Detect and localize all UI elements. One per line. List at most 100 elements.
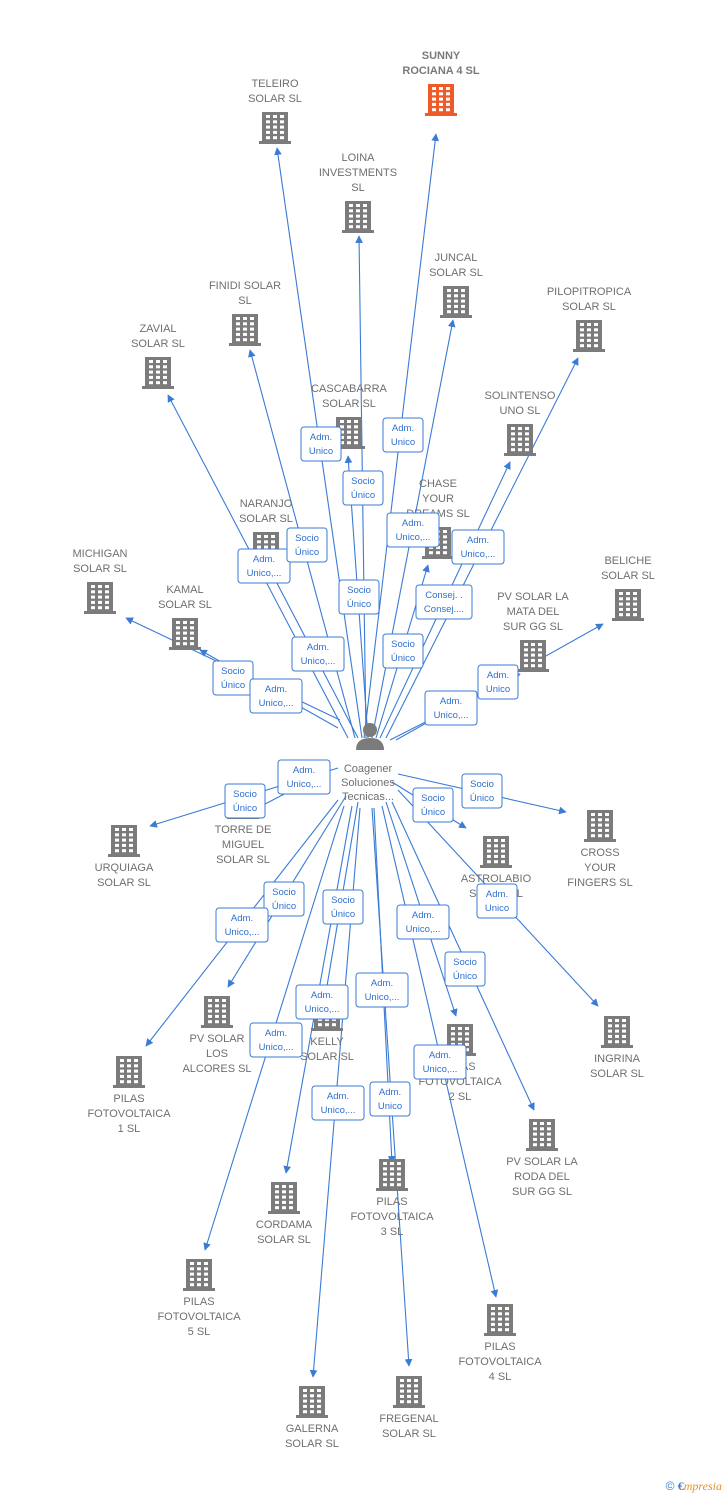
relation-label-text: Adm. [379,1087,401,1098]
building-icon [342,201,374,233]
relation-label[interactable]: Adm.Unico,... [249,1022,303,1058]
relation-label-text: Unico,... [321,1105,356,1116]
relation-label-text: Adm. [253,554,275,565]
company-name-line: PV SOLAR [189,1033,244,1045]
company-name-line: 1 SL [118,1123,141,1135]
building-icon [84,582,116,614]
relation-label[interactable]: Adm.Unico [382,417,424,453]
relation-label[interactable]: Adm.Unico,... [311,1085,365,1121]
center-person-node[interactable]: CoagenerSolucionesTecnicas... [341,723,395,803]
relation-label[interactable]: Adm.Unico [369,1081,411,1117]
relation-label-text: Adm. [371,978,393,989]
relation-label[interactable]: Adm.Unico,... [413,1044,467,1080]
company-name-line: 3 SL [381,1226,404,1238]
relation-label-text: Único [351,490,375,501]
company-name-line: CASCABARRA [311,383,387,395]
relation-label[interactable]: Adm.Unico,... [424,690,478,726]
relation-label[interactable]: Adm. Unico,... [215,907,269,943]
building-icon [169,618,201,650]
company-node-pilas3[interactable]: PILAS FOTOVOLTAICA 3 SL [350,1159,434,1238]
building-icon [183,1259,215,1291]
company-name-line: FREGENAL [379,1413,438,1425]
relation-label[interactable]: Adm.Unico,... [396,904,450,940]
company-name-line: PILAS [183,1296,214,1308]
center-name-line: Soluciones [341,777,395,789]
relation-label[interactable]: Adm.Unico,... [291,636,345,672]
company-name-line: FOTOVOLTAICA [87,1108,171,1120]
relation-label[interactable]: Adm.Unico,... [355,972,409,1008]
relation-label[interactable]: Adm.Unico,... [386,512,440,548]
company-name-line: PILAS [376,1196,407,1208]
building-icon [573,320,605,352]
company-name-line: MATA DEL [507,606,560,618]
company-name-line: SOLAR SL [429,267,483,279]
relation-label-text: Unico [309,446,333,457]
company-name-line: FOTOVOLTAICA [350,1211,434,1223]
company-name-line: NARANJO [240,498,293,510]
relation-label[interactable]: Adm.Unico,... [451,529,505,565]
company-name-line: FOTOVOLTAICA [157,1311,241,1323]
company-name-line: ZAVIAL [139,323,176,335]
relation-label[interactable]: Adm.Unico,... [295,984,349,1020]
relation-label-text: Adm. [231,913,253,924]
relation-label-text: Único [391,653,415,664]
company-name-line: SOLINTENSO [485,390,556,402]
relation-label-text: Socio [221,666,245,677]
relation-label[interactable]: Adm.Unico,... [249,678,303,714]
relation-label[interactable]: Adm.Unico [477,664,519,700]
relation-label[interactable]: Consej. .Consej.... [415,584,473,620]
relation-label-text: Adm. [392,423,414,434]
company-name-line: PILAS [484,1341,515,1353]
relation-label[interactable]: Adm.Unico,... [237,548,291,584]
company-name-line: TELEIRO [251,78,299,90]
relation-label[interactable]: Adm.Unico,... [277,759,331,795]
company-name-line: SUR GG SL [512,1186,572,1198]
company-name-line: SOLAR SL [285,1438,339,1450]
building-icon [504,424,536,456]
relation-label[interactable]: Adm.Unico [476,883,518,919]
relation-label-text: Socio [233,789,257,800]
relation-label-text: Unico,... [225,927,260,938]
relation-label-text: Único [421,807,445,818]
company-name-line: SOLAR SL [300,1051,354,1063]
brand-logo[interactable]: €mpresia [677,1479,722,1493]
relation-label-text: Socio [347,585,371,596]
relation-label-text: Adm. [486,889,508,900]
company-name-line: SUNNY [422,50,461,62]
relation-label[interactable]: Adm.Unico [300,426,342,462]
